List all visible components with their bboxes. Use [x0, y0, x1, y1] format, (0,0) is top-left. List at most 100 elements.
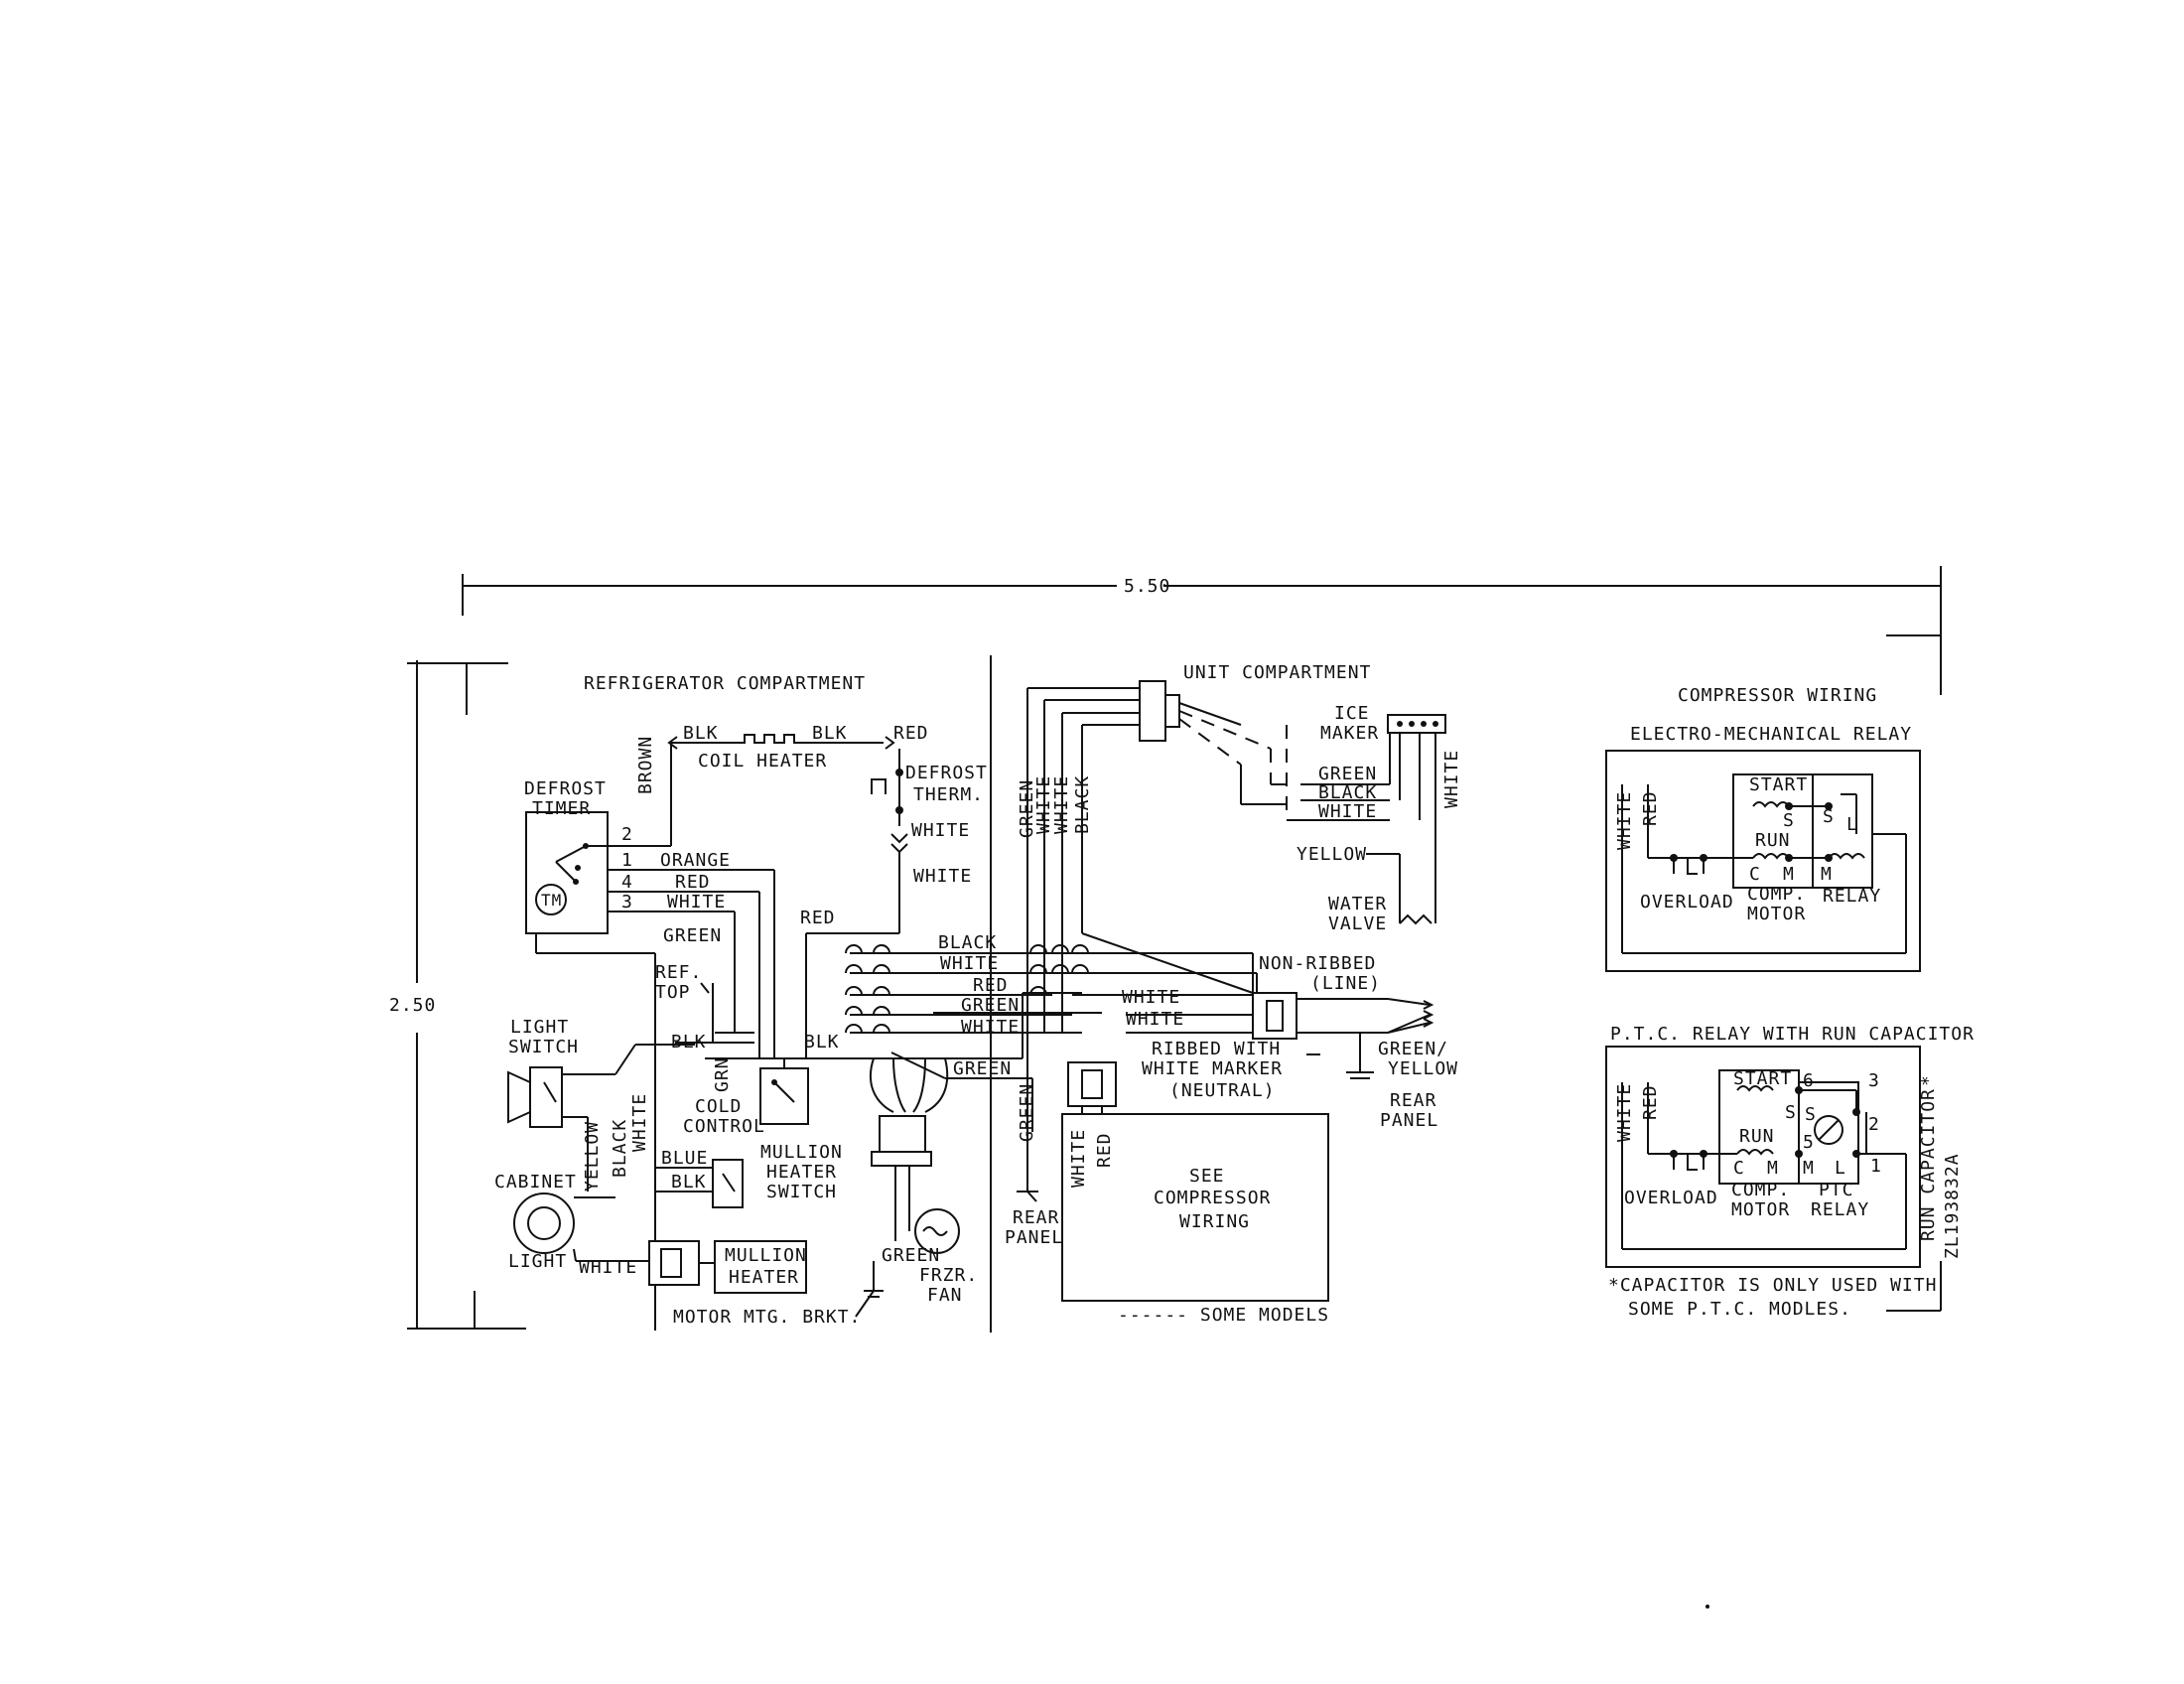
water-valve-label-1: WATER: [1328, 894, 1387, 914]
wire-white-ice: WHITE: [1318, 801, 1377, 822]
wire-crossings: [845, 944, 1089, 1034]
compressor-block: [1061, 1061, 1329, 1302]
ptc-c: C: [1733, 1158, 1745, 1179]
cold-control-label-1: COLD: [695, 1096, 742, 1117]
ptc-overload: OVERLOAD: [1624, 1188, 1718, 1208]
cabinet-light-label-1: CABINET: [494, 1172, 577, 1193]
cabinet-light: [513, 1193, 655, 1262]
wire-green-1: GREEN: [663, 925, 722, 946]
see-compressor-1: SEE: [1189, 1166, 1225, 1187]
coil-heater-label: COIL HEATER: [698, 751, 827, 772]
em-wire-white: WHITE: [1614, 791, 1635, 850]
run-capacitor-label: RUN CAPACITOR: [1918, 1088, 1939, 1241]
ptc-l: L: [1835, 1158, 1846, 1179]
terminal-4: 4: [621, 872, 633, 893]
ptc-n5: 5: [1803, 1132, 1815, 1153]
ptc-comp-2: MOTOR: [1731, 1199, 1790, 1220]
title-refrigerator-compartment: REFRIGERATOR COMPARTMENT: [584, 673, 866, 694]
coil-heater: [667, 734, 895, 804]
mullion-switch-label-1: MULLION: [760, 1142, 843, 1163]
cabinet-light-label-2: LIGHT: [508, 1251, 567, 1272]
wire-blk-mullion: BLK: [671, 1172, 707, 1193]
defrost-timer: [525, 811, 609, 934]
wire-black-h: BLACK: [938, 932, 997, 953]
see-compressor-2: COMPRESSOR: [1154, 1188, 1271, 1208]
power-plug: [1252, 992, 1434, 1079]
ptc-m-1: M: [1767, 1158, 1779, 1179]
dim-height: 2.50: [389, 995, 436, 1016]
dim-width: 5.50: [1124, 576, 1170, 597]
em-m-2: M: [1821, 864, 1833, 885]
mullion-switch-label-2: HEATER: [766, 1162, 837, 1183]
em-start: START: [1749, 774, 1808, 795]
em-relay: RELAY: [1823, 886, 1881, 907]
footnote-2: SOME P.T.C. MODLES.: [1628, 1299, 1851, 1320]
wire-brown: BROWN: [635, 736, 656, 794]
ptc-n2: 2: [1868, 1114, 1880, 1135]
wire-white-comp: WHITE: [1068, 1129, 1089, 1188]
footnote-1: *CAPACITOR IS ONLY USED WITH: [1608, 1275, 1937, 1296]
em-run: RUN: [1755, 830, 1791, 851]
ptc-n1: 1: [1870, 1156, 1882, 1177]
ptc-s-1: S: [1785, 1102, 1797, 1123]
ice-maker-label-2: MAKER: [1320, 723, 1379, 744]
wire-black-ice: BLACK: [1318, 782, 1377, 803]
wire-white-plug-1: WHITE: [1122, 987, 1180, 1008]
wire-red-1: RED: [675, 872, 711, 893]
wire-white-v2: WHITE: [1033, 775, 1054, 834]
ptc-relay-box: [1605, 1046, 1921, 1268]
title-electro-mechanical-relay: ELECTRO-MECHANICAL RELAY: [1630, 724, 1912, 745]
non-ribbed-label-2: (LINE): [1310, 973, 1381, 994]
wire-green-fan: GREEN: [882, 1245, 940, 1266]
wire-red-coil: RED: [893, 723, 929, 744]
terminal-1: 1: [621, 850, 633, 871]
ice-maker: [1300, 714, 1446, 923]
wire-blk-coil-2: BLK: [812, 723, 848, 744]
wire-white-cab: WHITE: [579, 1257, 637, 1278]
ribbed-label-3: (NEUTRAL): [1169, 1080, 1276, 1101]
wire-white-v1: WHITE: [629, 1093, 650, 1152]
mullion-heater-label-1: MULLION: [725, 1245, 807, 1266]
water-valve-label-2: VALVE: [1328, 913, 1387, 934]
wire-black-v2: BLACK: [1072, 775, 1093, 834]
title-ptc-relay: P.T.C. RELAY WITH RUN CAPACITOR: [1610, 1024, 1975, 1045]
wire-green-h2: GREEN: [953, 1058, 1012, 1079]
part-number: ZL193832A: [1942, 1153, 1963, 1259]
title-compressor-wiring: COMPRESSOR WIRING: [1678, 685, 1877, 706]
defrost-therm-label-1: DEFROST: [905, 763, 988, 783]
rear-panel-a-2: PANEL: [1005, 1227, 1063, 1248]
wire-white-therm-1: WHITE: [911, 820, 970, 841]
stray-dot: [1706, 1605, 1709, 1609]
light-switch: [507, 1044, 695, 1192]
ptc-m-2: M: [1803, 1158, 1815, 1179]
mullion-heater: [648, 1240, 807, 1294]
ptc-ptc-1: PTC: [1819, 1180, 1854, 1200]
wire-white-1: WHITE: [667, 892, 726, 912]
ptc-ptc-2: RELAY: [1811, 1199, 1869, 1220]
wire-green-h: GREEN: [961, 995, 1020, 1016]
green-yellow-label-2: YELLOW: [1388, 1058, 1458, 1079]
wire-white-h2: WHITE: [961, 1017, 1020, 1038]
wire-orange: ORANGE: [660, 850, 731, 871]
mullion-switch-label-3: SWITCH: [766, 1182, 837, 1202]
defrost-therm-label-2: THERM.: [913, 784, 984, 805]
ribbed-label-2: WHITE MARKER: [1142, 1058, 1283, 1079]
ptc-n6: 6: [1803, 1070, 1815, 1091]
terminal-3: 3: [621, 892, 633, 912]
mullion-heater-switch: [655, 1159, 744, 1208]
em-wire-red: RED: [1640, 790, 1661, 826]
em-comp-1: COMP.: [1747, 884, 1806, 905]
rear-panel-b-2: PANEL: [1380, 1110, 1438, 1131]
frzr-fan-label-2: FAN: [927, 1285, 963, 1306]
em-comp-2: MOTOR: [1747, 904, 1806, 924]
ref-top-label-1: REF.: [655, 962, 702, 983]
em-overload: OVERLOAD: [1640, 892, 1734, 912]
wire-blk-coil-1: BLK: [683, 723, 719, 744]
dimension-lines: [407, 566, 1942, 1330]
ptc-start: START: [1733, 1068, 1792, 1089]
terminal-2: 2: [621, 824, 633, 845]
non-ribbed-label-1: NON-RIBBED: [1259, 953, 1376, 974]
unit-connector: [1139, 680, 1300, 821]
wire-yellow-v1: YELLOW: [582, 1121, 603, 1192]
